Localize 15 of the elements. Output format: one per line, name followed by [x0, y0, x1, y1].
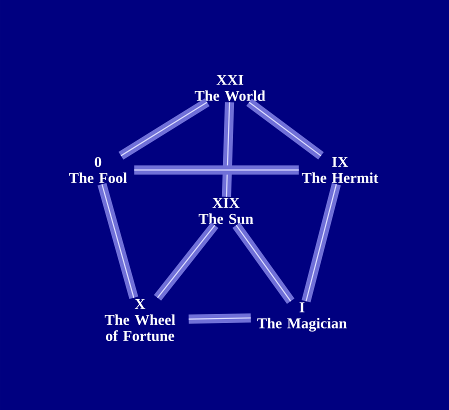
glowing-line	[188, 313, 251, 324]
glowing-line	[154, 222, 218, 301]
vertex-label: XIX The Sun	[198, 198, 254, 224]
glowing-line	[246, 98, 324, 160]
vertex-label: X The Wheel of Fortune	[104, 299, 176, 341]
glowing-line	[98, 183, 138, 300]
glowing-line	[222, 102, 234, 197]
vertex-label: I The Magician	[257, 302, 347, 332]
glowing-line	[134, 165, 299, 175]
vertex-label: XXI The World	[194, 74, 266, 102]
vertex-label: IX The Hermit	[302, 157, 378, 183]
glowing-line	[118, 98, 210, 160]
glowing-line	[232, 222, 294, 304]
vertex-label: 0 The Fool	[69, 156, 127, 184]
glowing-line	[302, 183, 341, 302]
